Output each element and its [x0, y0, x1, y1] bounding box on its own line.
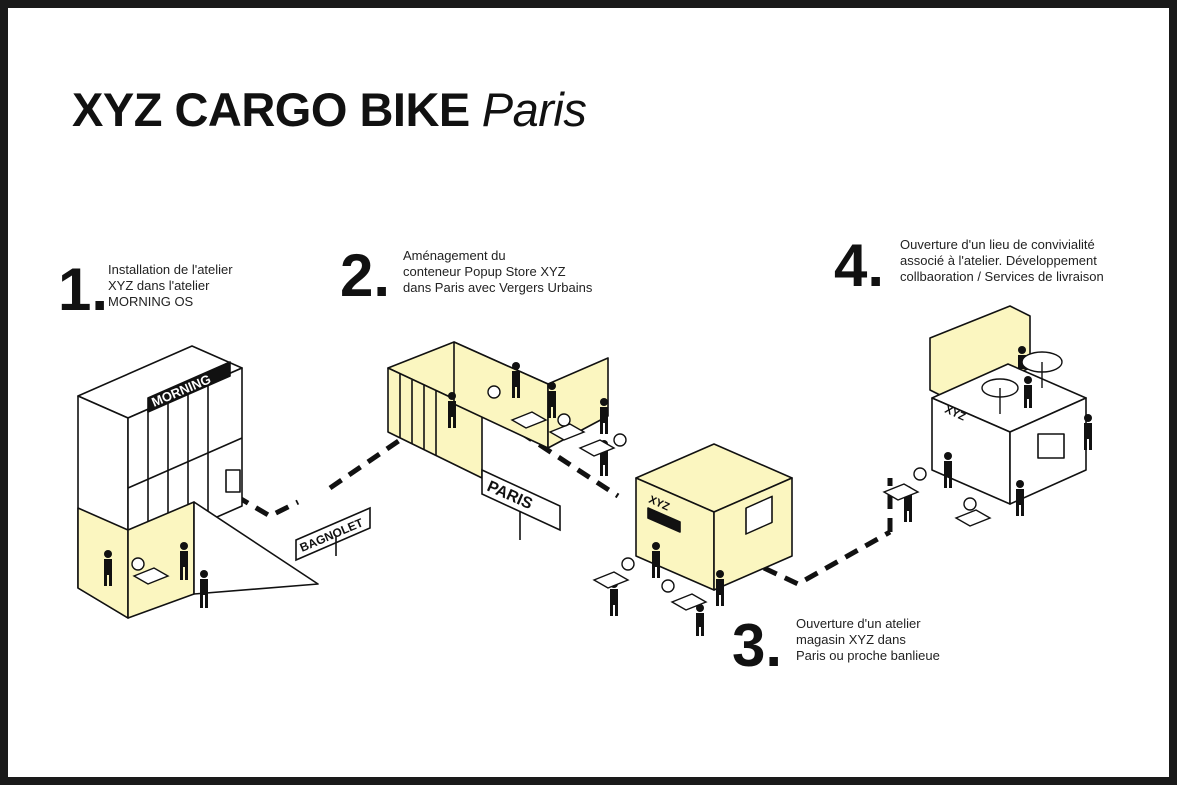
- title-main: XYZ CARGO BIKE: [72, 83, 470, 136]
- diagram-frame: MORNING BAGNOLET PARIS: [8, 8, 1169, 777]
- person: [448, 392, 456, 428]
- person: [716, 570, 724, 606]
- cargo-box: [578, 439, 616, 457]
- person: [1084, 414, 1092, 450]
- person: [512, 362, 520, 398]
- route-segment-1: [234, 493, 300, 519]
- step-4-number: 4.: [834, 232, 885, 299]
- title-city: Paris: [481, 83, 587, 136]
- step-1-number: 1.: [58, 256, 109, 323]
- person: [696, 604, 704, 636]
- cargo-box: [592, 571, 630, 589]
- step-3-number: 3.: [732, 612, 783, 679]
- person: [1024, 376, 1032, 408]
- person: [548, 382, 556, 418]
- cargo-box: [954, 509, 992, 527]
- route-segment-3: [518, 429, 620, 499]
- cargo-box: [882, 483, 920, 501]
- cargo-box: [510, 411, 548, 429]
- cargo-box: [132, 567, 170, 585]
- person: [180, 542, 188, 580]
- cargo-box: [670, 593, 708, 611]
- route-segment-2: [328, 437, 402, 491]
- paris-sign: [481, 468, 561, 540]
- popup-container: [387, 341, 609, 479]
- person: [944, 452, 952, 488]
- route-segment-4: [762, 529, 892, 587]
- shop-3: [635, 443, 793, 591]
- terrace-umbrellas: [981, 351, 1063, 414]
- route-path: [234, 429, 893, 587]
- step-2-description: Aménagement du conteneur Popup Store XYZ…: [403, 248, 593, 295]
- person: [1016, 480, 1024, 516]
- person: [200, 570, 208, 608]
- building-morning: [77, 345, 319, 619]
- cargo-bikes: [131, 385, 992, 611]
- morning-sign-board: [147, 361, 231, 413]
- person: [104, 550, 112, 586]
- person: [600, 398, 608, 434]
- step-4-description: Ouverture d'un lieu de convivialité asso…: [900, 237, 1104, 284]
- step-1-description: Installation de l'atelier XYZ dans l'ate…: [108, 262, 233, 309]
- isometric-illustration: MORNING BAGNOLET PARIS: [77, 305, 1092, 636]
- ramp: [193, 501, 319, 595]
- people: [104, 346, 1092, 636]
- step-2-number: 2.: [340, 242, 391, 309]
- shop-4: [929, 305, 1087, 505]
- bagnolet-sign: [295, 506, 371, 562]
- person: [652, 542, 660, 578]
- step-3-description: Ouverture d'un atelier magasin XYZ dans …: [796, 616, 940, 663]
